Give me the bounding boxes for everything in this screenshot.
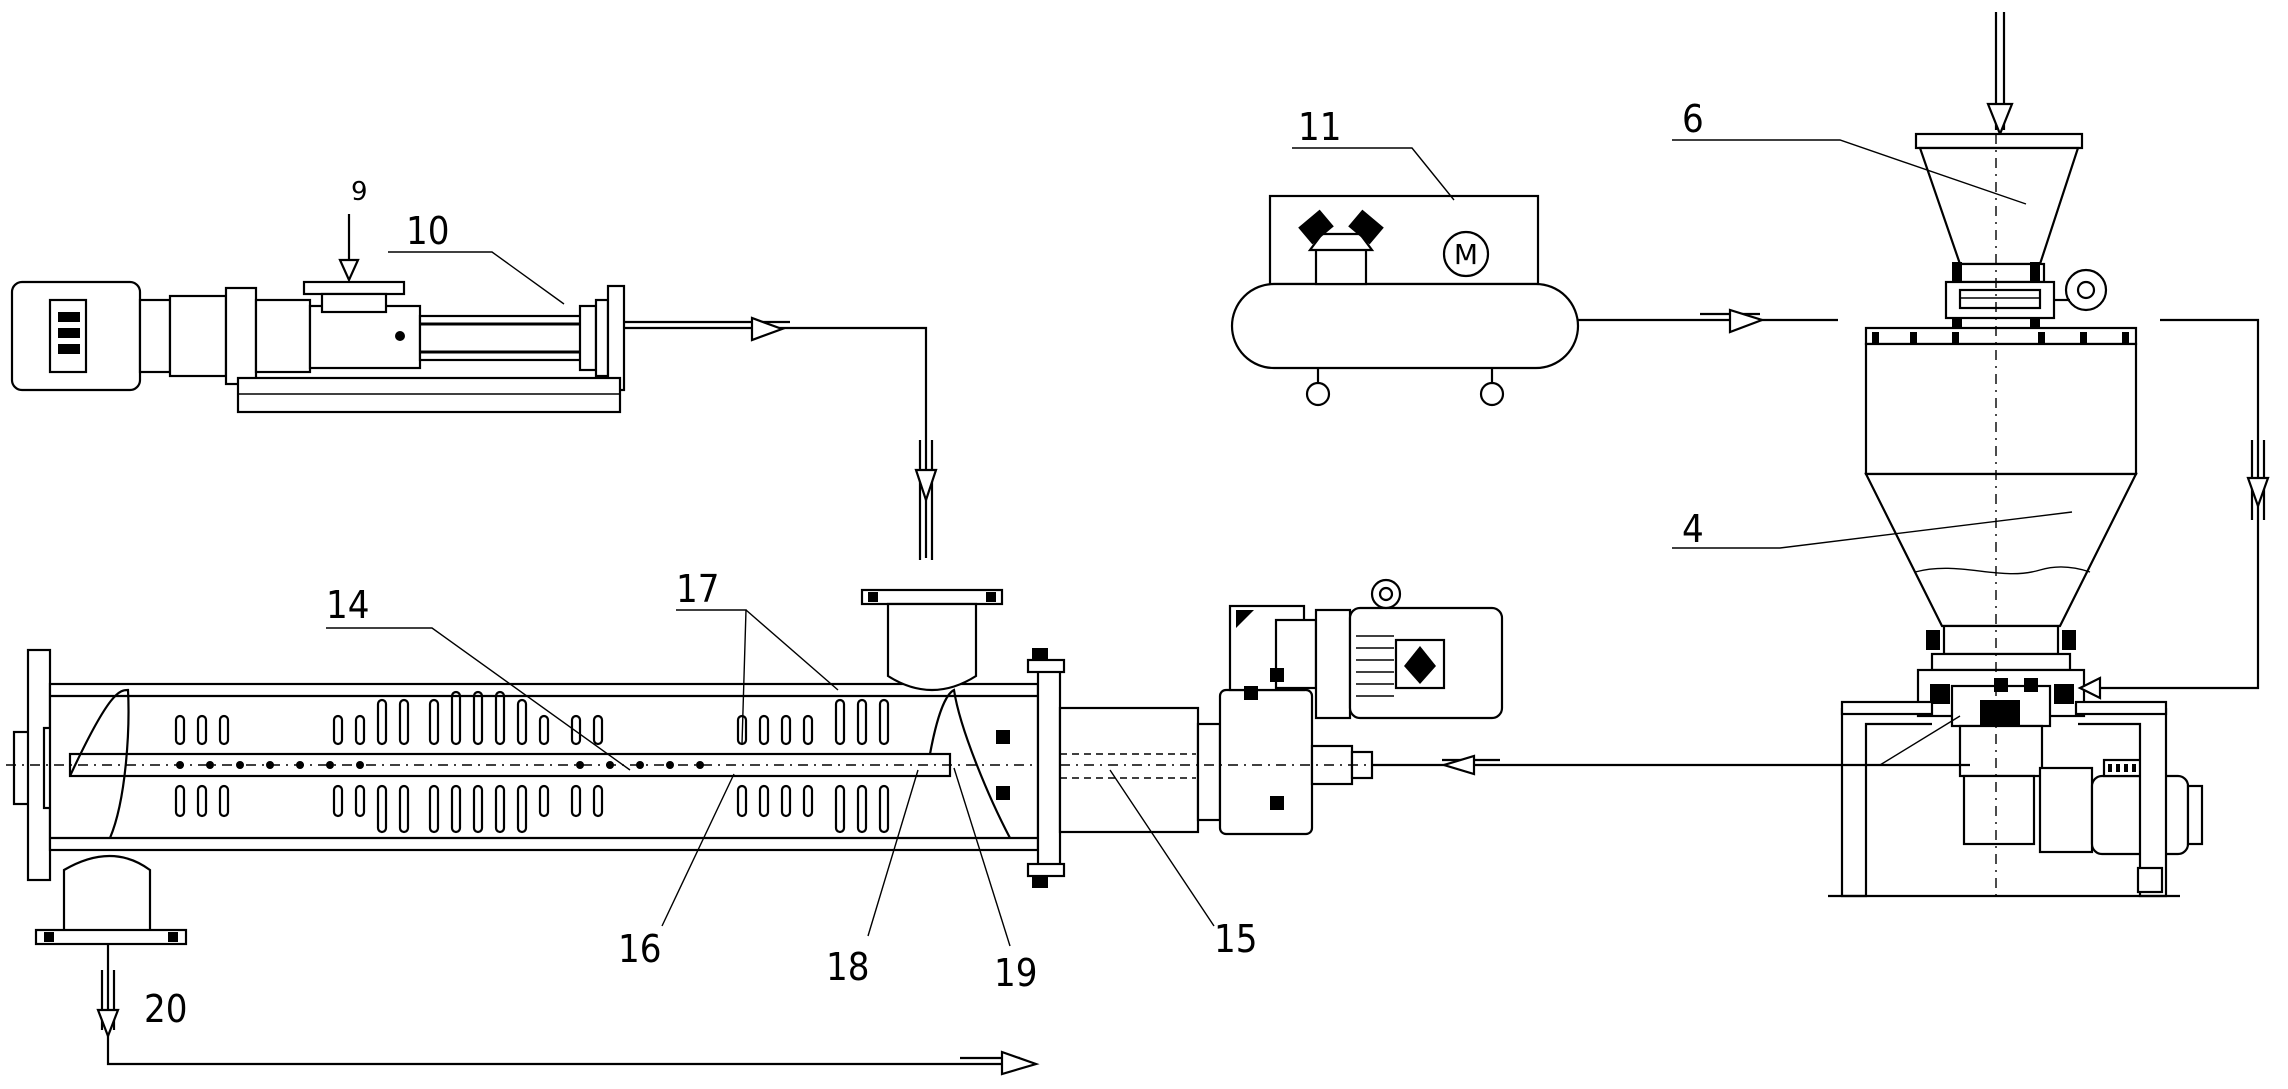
label-18: 18 [826,945,870,989]
label-6: 6 [1682,97,1704,141]
label-15: 15 [1214,917,1258,961]
label-9: 9 [351,177,368,207]
label-4: 4 [1682,507,1704,551]
flow-lines [96,308,2270,1076]
label-17: 17 [676,567,720,611]
screw-pump-10 [10,280,626,414]
label-19: 19 [994,951,1038,995]
mixer-paddles [174,690,890,834]
label-11: 11 [1298,105,1342,149]
inlet-arrow-9 [338,214,360,283]
air-compressor-11: M [1230,194,1580,407]
label-14: 14 [326,583,370,627]
silo-4-hopper-6 [1828,12,2204,898]
reference-labels: 9 10 11 6 4 14 17 16 18 19 15 20 [144,97,1704,1031]
label-10: 10 [406,209,450,253]
motor-symbol: M [1454,238,1478,271]
leader-lines [326,139,2073,947]
label-16: 16 [618,927,662,971]
label-20: 20 [144,987,188,1031]
mixer-body [6,578,1504,946]
